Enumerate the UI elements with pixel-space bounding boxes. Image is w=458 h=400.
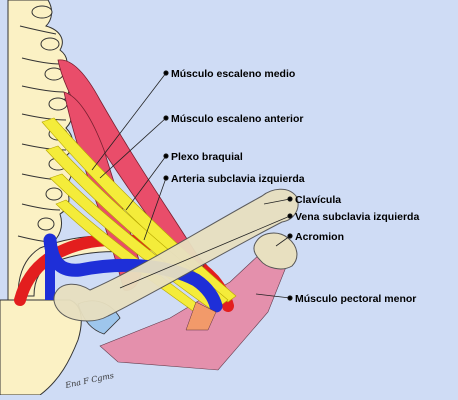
label-plexo-braquial: Plexo braquial — [171, 151, 243, 163]
label-vena-subclavia: Vena subclavia izquierda — [295, 211, 419, 223]
label-pectoral-menor: Músculo pectoral menor — [295, 293, 416, 305]
label-acromion: Acromion — [295, 231, 344, 243]
artist-signature: Ena F Cgms — [64, 371, 115, 390]
label-escaleno-anterior: Músculo escaleno anterior — [171, 113, 303, 125]
label-escaleno-medio: Músculo escaleno medio — [171, 68, 295, 80]
label-clavicula: Clavícula — [295, 194, 341, 206]
label-arteria-subclavia: Arteria subclavia izquierda — [171, 173, 305, 185]
